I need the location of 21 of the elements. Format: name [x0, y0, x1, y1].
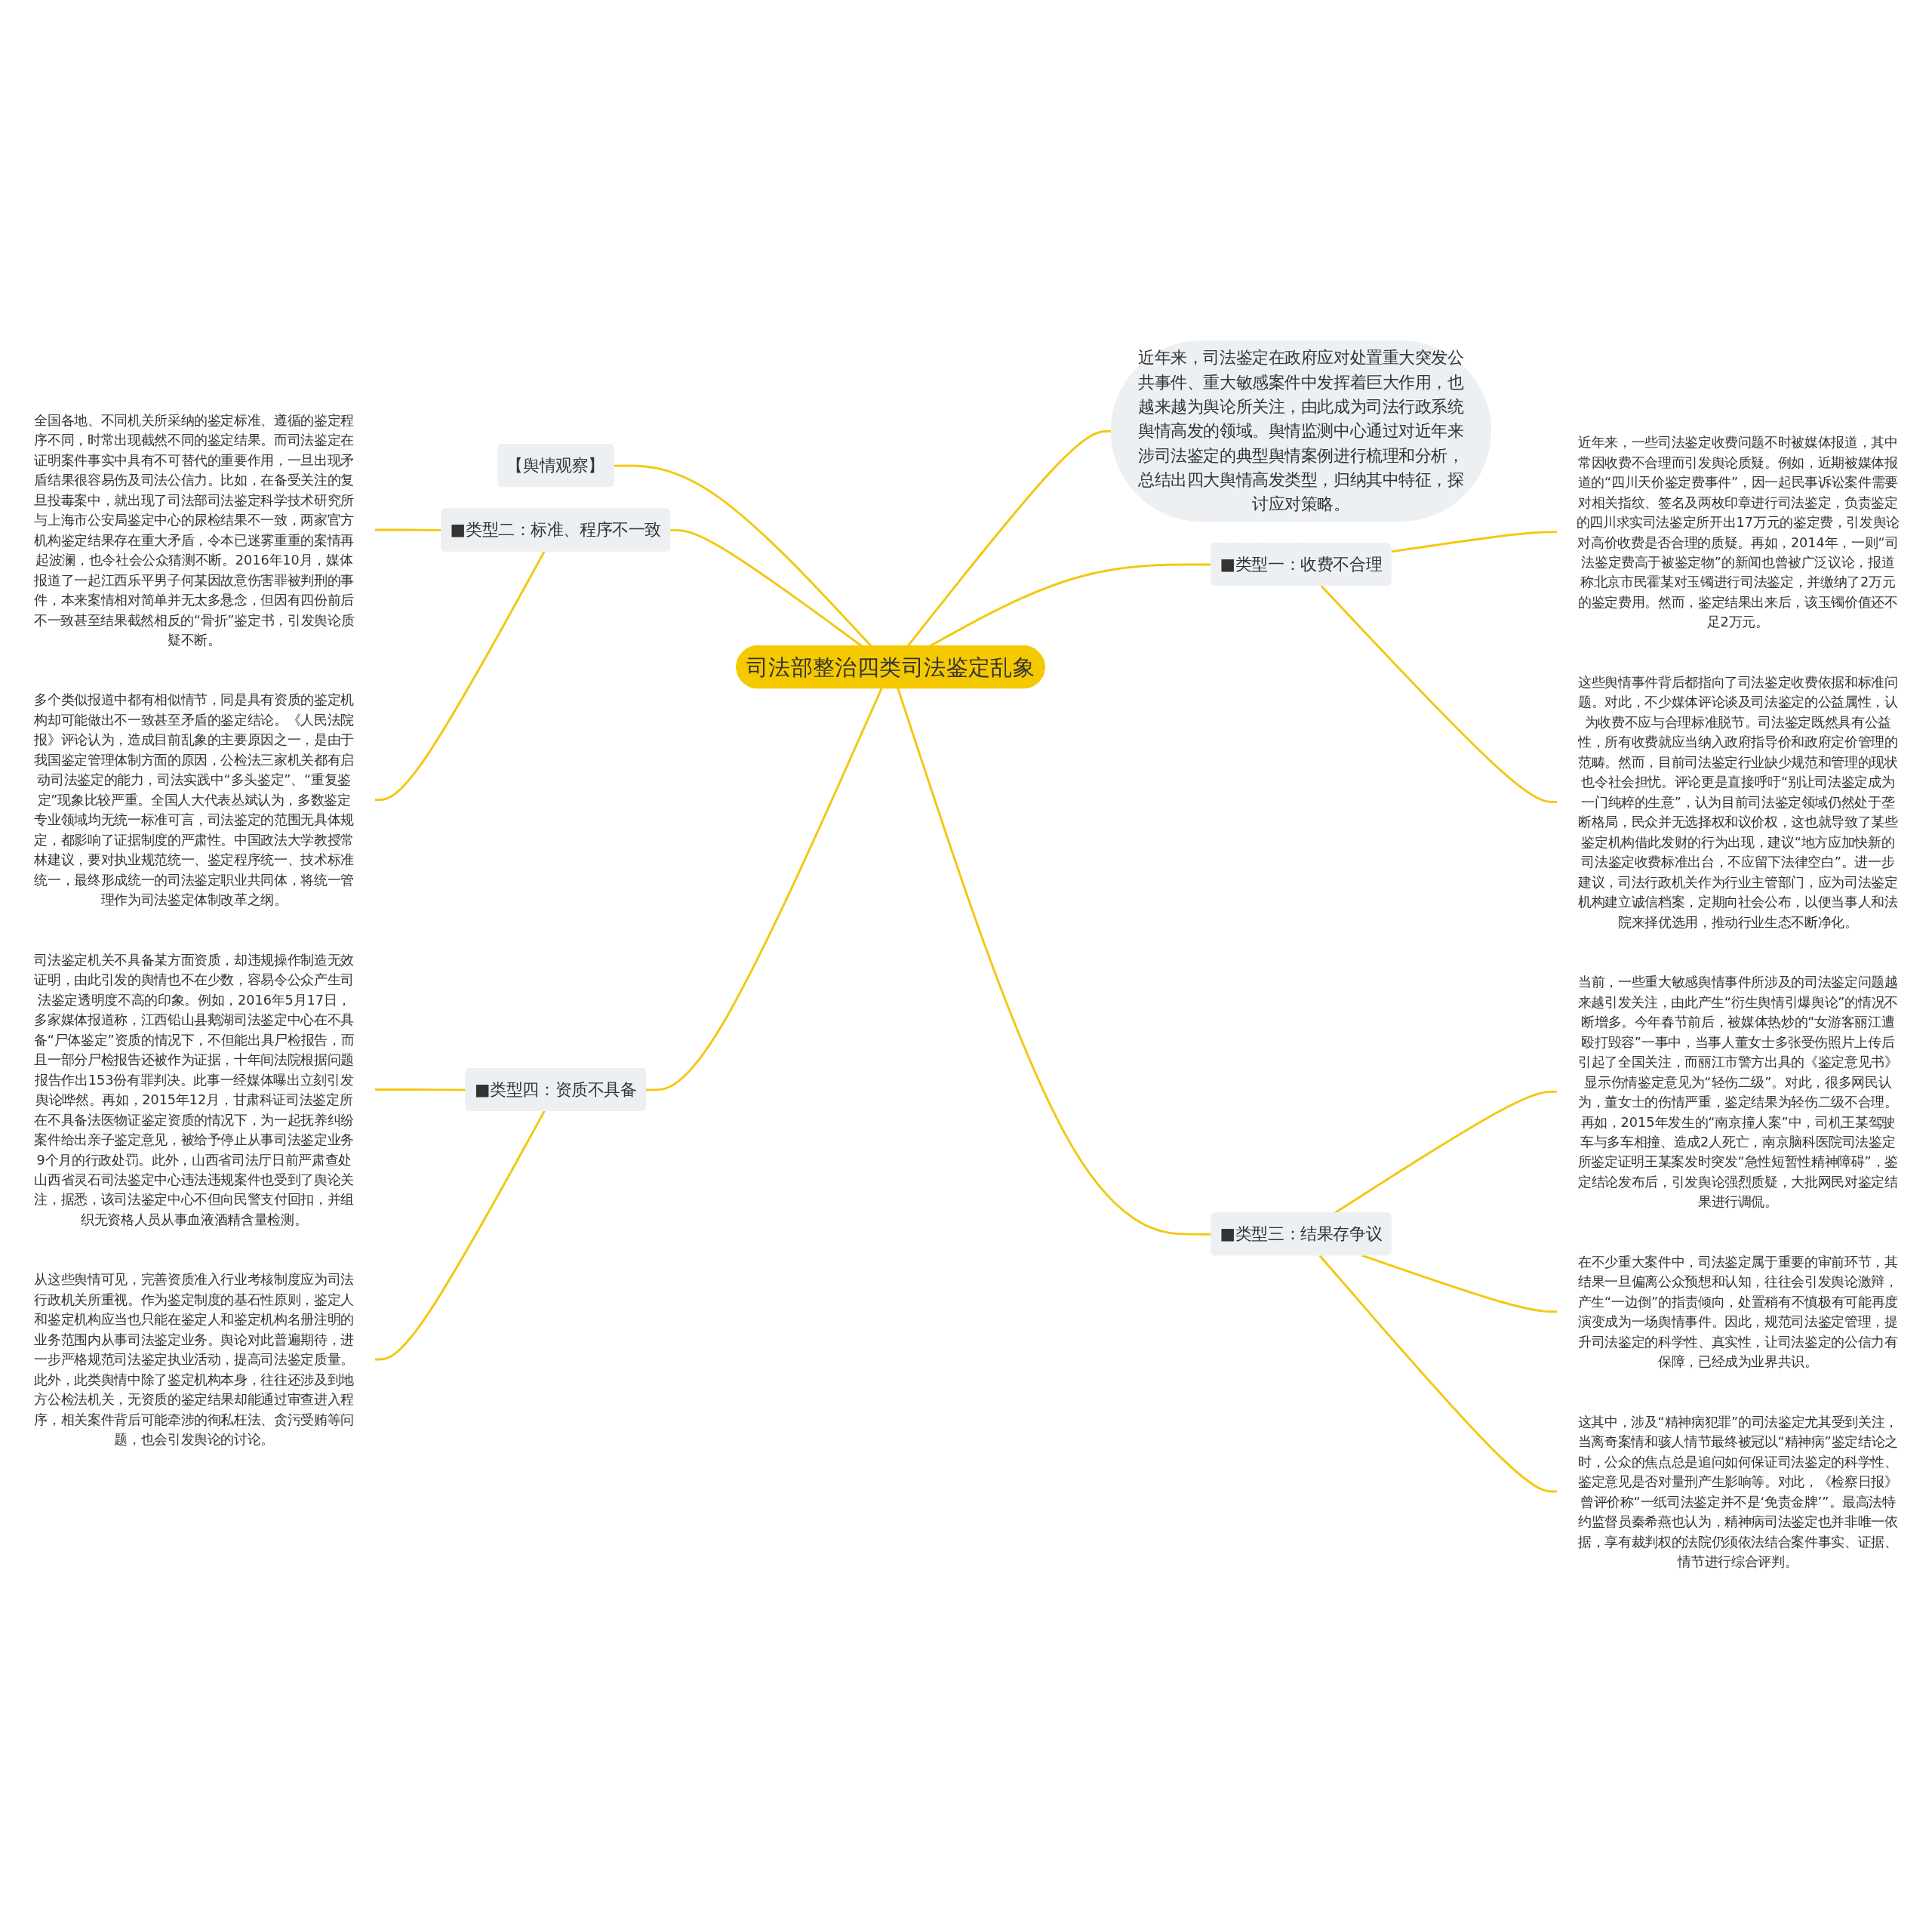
node-text: 这其中，涉及“精神病犯罪”的司法鉴定尤其受到关注，当离奇案情和骇人情节最终被冠以“精神病”鉴定结论之时，公众的焦点总是追问如何保证司法鉴定的科学性、鉴定意见是否对量刑产生影响等。对此，《检察日报》曾评价称“一纸司法鉴定并不是‘免责金牌’”。最高法特约监督员秦希燕也认为，精神病司法鉴定也并非唯一依据，享有裁判权的法院仍须依法结合案件事实、证据、情节进行综合评判。: [1577, 1413, 1898, 1569]
node-text: 当前，一些重大敏感舆情事件所涉及的司法鉴定问题越来越引发关注，由此产生“衍生舆情引爆舆论”的情况不断增多。今年春节前后，被媒体热炒的“女游客丽江遭殴打毁容”一事中，当事人董女士多张受伤照片上传后引起了全国关注，而丽江市警方出具的《鉴定意见书》显示伤情鉴定意见为“轻伤二级”。对此，很多网民认为，董女士的伤情严重，鉴定结果为轻伤二级不合理。再如，2015年发生的“南京撞人案”中，司机王某驾驶车与多车相撞、造成2人死亡，南京脑科医院司法鉴定所鉴定证明王某案发时突发“急性短暂性精神障碍”，鉴定结论发布后，引发舆论强烈质疑，大批网民对鉴定结果进行调侃。: [1577, 974, 1898, 1210]
connector: [374, 528, 442, 531]
connector: [374, 1088, 466, 1091]
connector: [1320, 584, 1558, 803]
connector: [906, 429, 1112, 647]
connector: [614, 464, 872, 647]
node-text: 全国各地、不同机关所采纳的鉴定标准、遵循的鉴定程序不同，时常出现截然不同的鉴定结果。而司法鉴定在证明案件事实中具有不可替代的重要作用，一旦出现矛盾结果很容易伤及司法公信力。比如，在备受关注的复旦投毒案中，就出现了司法部司法鉴定科学技术研究所与上海市公安局鉴定中心的尿检结果不一致，两家官方机构鉴定结果存在重大矛盾，令本已迷雾重重的案情再起波澜，也令社会公众猜测不断。2016年10月，媒体报道了一起江西乐平男子何某因故意伤害罪被判刑的事件，本来案情相对简单并无太多悬念，但因有四份前后不一致甚至结果截然相反的“骨折”鉴定书，引发舆论质疑不断。: [34, 411, 355, 648]
node-text: 多个类似报道中都有相似情节，同是具有资质的鉴定机构却可能做出不一致甚至矛盾的鉴定结论。《人民法院报》评论认为，造成目前乱象的主要原因之一，是由于我国鉴定管理体制方面的原因，公检法三家机关都有启动司法鉴定的能力，司法实践中“多头鉴定”、“重复鉴定”现象比较严重。全国人大代表丛斌认为，多数鉴定专业领域均无统一标准可言，司法鉴定的范围无具体规定，都影响了证据制度的严肃性。中国政法大学教授常林建议，要对执业规范统一、鉴定程序统一、技术标准统一，最终形成统一的司法鉴定职业共同体，将统一管理作为司法鉴定体制改革之纲。: [34, 691, 355, 907]
connector: [645, 688, 883, 1091]
node-text: 司法鉴定机关不具备某方面资质，却违规操作制造无效证明，由此引发的舆情也不在少数，容易令公众产生司法鉴定透明度不高的印象。例如，2016年5月17日，多家媒体报道称，江西铅山县鹅湖司法鉴定中心在不具备“尸体鉴定”资质的情况下，不但能出具尸检报告，而且一部分尸检报告还被作为证据，十年间法院根据问题报告作出153份有罪判决。此事一经媒体曝出立刻引发舆论哗然。再如，2015年12月，甘肃科证司法鉴定所在不具备法医物证鉴定资质的情况下，为一起抚养纠纷案件给出亲子鉴定意见，被给予停止从事司法鉴定业务9个月的行政处罚。此外，山西省司法厅日前严肃查处山西省灵石司法鉴定中心违法违规案件也受到了舆论关注，据悉，该司法鉴定中心不但向民警支付回扣，并组织无资格人员从事血液酒精含量检测。: [34, 951, 355, 1227]
connector: [1391, 531, 1558, 553]
connector: [1318, 1254, 1558, 1493]
node-text: 在不少重大案件中，司法鉴定属于重要的审前环节，其结果一旦偏离公众预想和认知，往往会引发舆论激辩，产生“一边倒”的指责倾向，处置稍有不慎极有可能再度演变成为一场舆情事件。因此，规范司法鉴定管理，提升司法鉴定的科学性、真实性，让司法鉴定的公信力有保障，已经成为业界共识。: [1577, 1253, 1898, 1369]
connector: [374, 1110, 546, 1361]
node-text: 从这些舆情可见，完善资质准入行业考核制度应为司法行政机关所重视。作为鉴定制度的基石性原则，鉴定人和鉴定机构应当也只能在鉴定人和鉴定机构名册注明的业务范围内从事司法鉴定业务。舆论对此普遍期待，进一步严格规范司法鉴定执业活动，提高司法鉴定质量。此外，此类舆情中除了鉴定机构本身，往往还涉及到地方公检法机关，无资质的鉴定结果却能通过审查进入程序，相关案件背后可能牵涉的徇私枉法、贪污受贿等问题，也会引发舆论的讨论。: [34, 1271, 355, 1447]
connector: [374, 550, 546, 801]
node-text: 这些舆情事件背后都指向了司法鉴定收费依据和标准问题。对此，不少媒体评论谈及司法鉴定的公益属性，认为收费不应与合理标准脱节。司法鉴定既然具有公益性，所有收费就应当纳入政府指导价和政府定价管理的范畴。然而，目前司法鉴定行业缺少规范和管理的现状也令社会担忧。评论更是直接呼吁“别让司法鉴定成为一门纯粹的生意”，认为目前司法鉴定领域仍然处于垄断格局，民众并无选择权和议价权，这也就导致了某些鉴定机构借此发财的行为出现，建议“地方应加快新的司法鉴定收费标准出台，不应留下法律空白”。进一步建议，司法行政机关作为行业主管部门，应为司法鉴定机构建立诚信档案，定期向社会公布，以便当事人和法院来择优选用，推动行业生态不断净化。: [1577, 673, 1898, 930]
connector: [1361, 1254, 1558, 1313]
connector: [897, 688, 1212, 1236]
node-text: 近年来，一些司法鉴定收费问题不时被媒体报道，其中常因收费不合理而引发舆论质疑。例如，近期被媒体报道的“四川天价鉴定费事件”，因一起民事诉讼案件需要对相关指纹、签名及两枚印章进行司法鉴定，负责鉴定的四川求实司法鉴定所开出17万元的鉴定费，引发舆论对高价收费是否合理的质疑。再如，2014年，一则“司法鉴定费高于被鉴定物”的新闻也曾被广泛议论，报道称北京市民霍某对玉镯进行司法鉴定，并缴纳了2万元的鉴定费用。然而，鉴定结果出来后，该玉镯价值还不足2万元。: [1576, 434, 1900, 630]
